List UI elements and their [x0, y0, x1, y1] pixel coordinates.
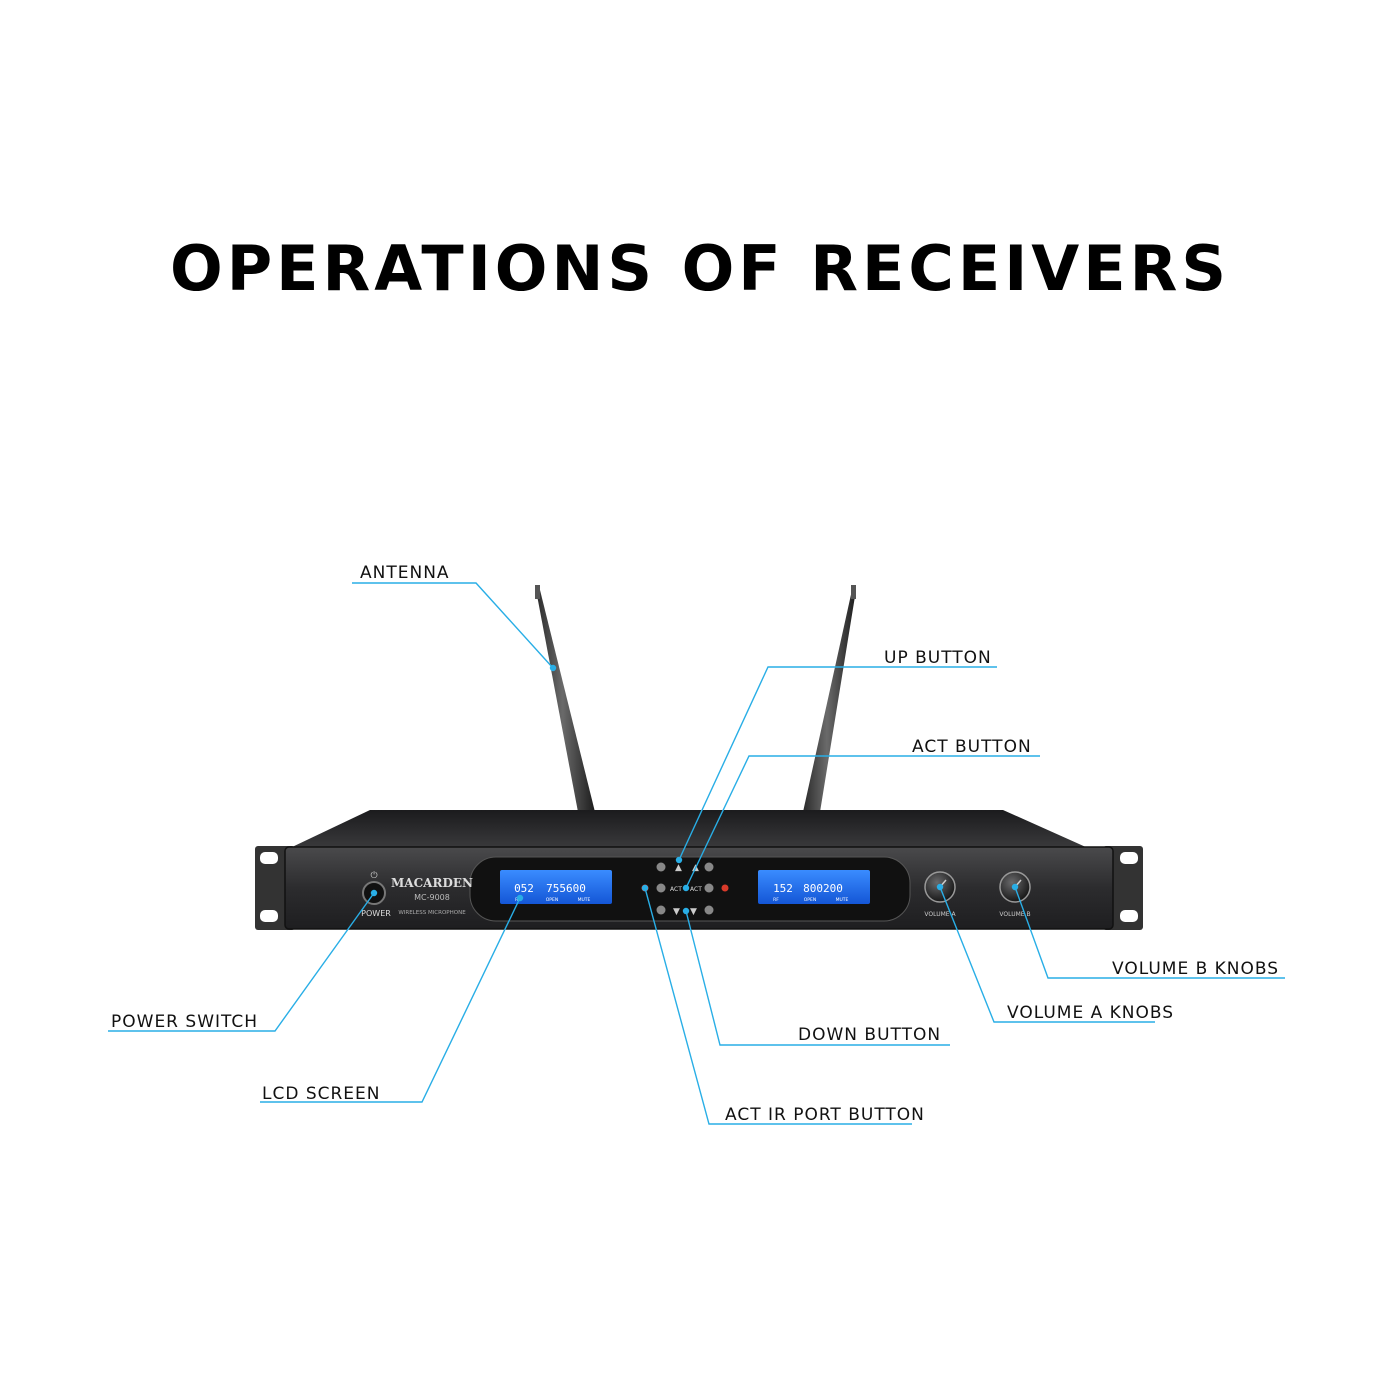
- model-number: MC-9008: [414, 893, 450, 902]
- volume-a-label: VOLUME A: [924, 911, 956, 918]
- act-label-a: ACT: [670, 886, 682, 893]
- label-power-switch: POWER SWITCH: [111, 1012, 259, 1032]
- leader-ir: [644, 887, 912, 1125]
- label-act-ir-port-button: ACT IR PORT BUTTON: [725, 1105, 925, 1125]
- act-button-a[interactable]: [656, 883, 666, 893]
- brand-name: MACARDEN: [391, 876, 473, 890]
- ir-port-b: [721, 884, 729, 892]
- up-button-a[interactable]: [656, 862, 666, 872]
- chassis-top: [290, 810, 1088, 848]
- antenna-left: [535, 585, 595, 812]
- act-button-b[interactable]: [704, 883, 714, 893]
- up-button-b[interactable]: [704, 862, 714, 872]
- lcd-b-tag-open: OPEN: [804, 897, 816, 903]
- down-arrow-icon: ▼: [690, 907, 697, 917]
- label-act-button: ACT BUTTON: [912, 737, 1032, 757]
- lcd-b-tag-rf: RF: [773, 897, 779, 903]
- product-subtitle: WIRELESS MICROPHONE: [398, 910, 466, 916]
- up-arrow-icon: ▲: [675, 863, 682, 873]
- down-arrow-icon: ▼: [673, 907, 680, 917]
- leader-lcd: [260, 897, 521, 1103]
- label-antenna: ANTENNA: [360, 563, 450, 583]
- label-lcd-screen: LCD SCREEN: [262, 1084, 381, 1104]
- lcd-b-tag-mute: MUTE: [836, 897, 849, 903]
- lcd-a-channel: 052: [514, 882, 534, 895]
- power-switch[interactable]: ⏻ POWER: [361, 870, 391, 918]
- antenna-right: [803, 585, 856, 812]
- label-volume-a-knobs: VOLUME A KNOBS: [1007, 1003, 1175, 1023]
- leader-down: [685, 910, 950, 1046]
- lcd-b-channel: 152: [773, 882, 793, 895]
- label-up-button: UP BUTTON: [884, 648, 992, 668]
- leader-power: [108, 892, 375, 1032]
- lcd-a-tag-mute: MUTE: [578, 897, 591, 903]
- leader-volume-a: [939, 886, 1155, 1023]
- label-down-button: DOWN BUTTON: [798, 1025, 942, 1045]
- svg-text:⏻: ⏻: [370, 870, 377, 881]
- leader-up: [678, 666, 997, 861]
- leader-antenna-dot: [549, 664, 557, 672]
- volume-b-knob[interactable]: VOLUME B: [999, 871, 1031, 918]
- leader-lines: [108, 582, 1285, 1125]
- down-button-b[interactable]: [704, 905, 714, 915]
- lcd-a-tag-open: OPEN: [546, 897, 558, 903]
- lcd-screen-b: 152 800200 RF OPEN MUTE: [758, 870, 870, 904]
- leader-antenna: [352, 582, 554, 669]
- page-title: OPERATIONS OF RECEIVERS: [170, 232, 1230, 305]
- label-volume-b-knobs: VOLUME B KNOBS: [1112, 959, 1280, 979]
- leader-act: [685, 755, 1040, 889]
- leader-volume-b: [1014, 886, 1285, 979]
- down-button-a[interactable]: [656, 905, 666, 915]
- power-label: POWER: [361, 909, 391, 918]
- lcd-b-frequency: 800200: [803, 882, 843, 895]
- volume-a-knob[interactable]: VOLUME A: [924, 871, 956, 918]
- act-label-b: ACT: [690, 886, 702, 893]
- lcd-screen-a: 052 755600 RF OPEN MUTE: [500, 870, 612, 904]
- volume-b-label: VOLUME B: [999, 911, 1030, 918]
- lcd-a-frequency: 755600: [546, 882, 586, 895]
